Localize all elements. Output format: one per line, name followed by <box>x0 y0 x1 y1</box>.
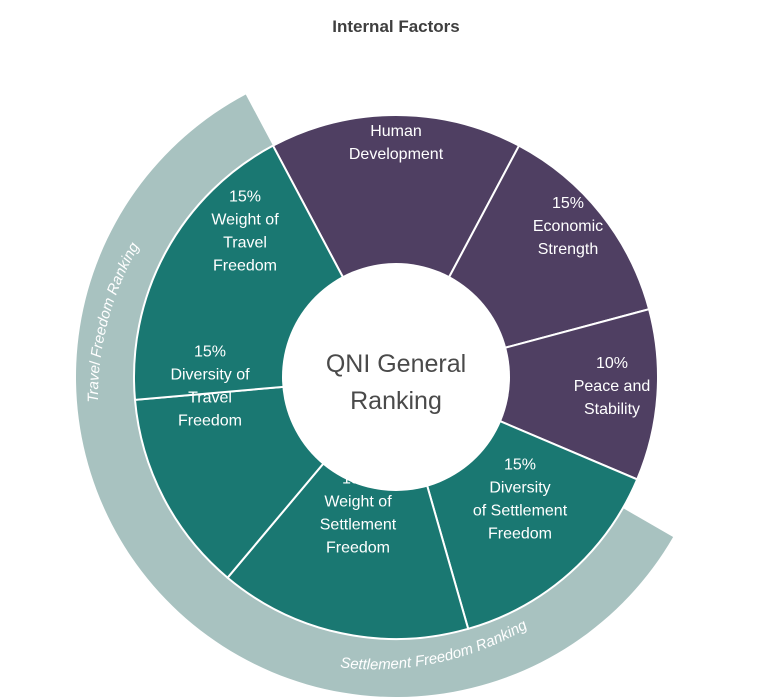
segment-label-line: 15% <box>380 100 412 117</box>
segment-label-line: Stability <box>584 401 640 418</box>
segment-label-line: Human <box>370 123 422 140</box>
segment-label-line: 15% <box>229 189 261 206</box>
segment-label-line: 15% <box>552 195 584 212</box>
center-label-line1: QNI General <box>326 350 466 378</box>
segment-label-line: Economic <box>533 218 603 235</box>
center-label-line2: Ranking <box>350 387 442 415</box>
segment-label-line: Settlement <box>320 517 397 534</box>
segment-label-line: Weight of <box>211 212 279 229</box>
segment-label-line: Weight of <box>324 494 392 511</box>
segment-label-line: Development <box>349 146 444 163</box>
segment-label-line: Freedom <box>178 413 242 430</box>
segment-label-line: Diversity of <box>170 367 250 384</box>
segment-label-line: Diversity <box>489 480 550 497</box>
segment-label-line: of Settlement <box>473 503 568 520</box>
diagram-title: Internal Factors <box>332 17 460 36</box>
segment-label-line: Freedom <box>213 258 277 275</box>
segment-label-line: Freedom <box>326 540 390 557</box>
segment-label-line: 15% <box>504 457 536 474</box>
center-circle <box>282 263 510 491</box>
segment-label-line: Strength <box>538 241 598 258</box>
segment-label-line: Freedom <box>488 526 552 543</box>
segments <box>133 114 659 640</box>
segment-label-line: Travel <box>188 390 232 407</box>
segment-label-line: 15% <box>194 344 226 361</box>
segment-label-line: Travel <box>223 235 267 252</box>
segment-label-line: Peace and <box>574 378 651 395</box>
segment-label-line: 10% <box>596 355 628 372</box>
